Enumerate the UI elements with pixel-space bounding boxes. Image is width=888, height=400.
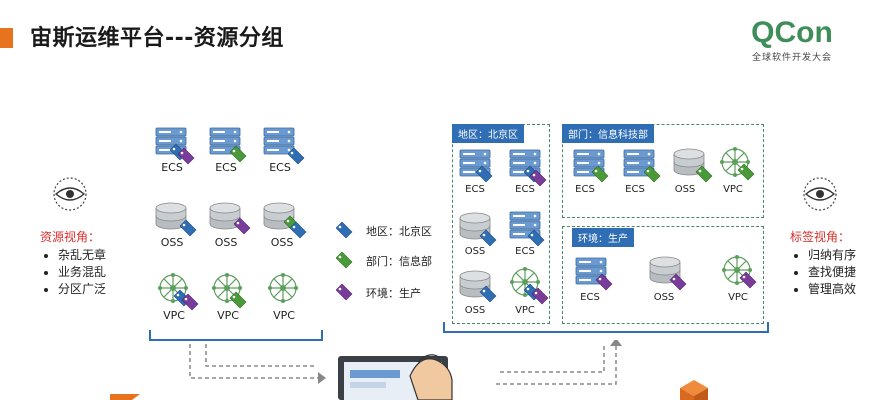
environment-group-icons [575,254,757,291]
environment-group-tag: 环境：生产 [572,228,634,247]
oss-label: OSS [214,236,238,249]
eye-icon [803,177,837,211]
logo-main-text: QCon [751,16,833,49]
department-item-label: OSS [674,184,696,195]
accent-bar [0,28,13,48]
region-item-label: ECS [515,246,535,257]
department-item-label: ECS [625,184,645,195]
eye-icon [53,177,87,211]
tag-view-item: 查找便捷 [808,264,856,281]
resource-view-item: 业务混乱 [58,264,106,281]
environment-item-label: ECS [580,292,600,303]
page-title: 宙斯运维平台---资源分组 [30,26,284,51]
vpc-label: VPC [273,309,295,322]
environment-item-label: OSS [653,292,675,303]
environment-group [562,226,764,324]
tag-purple-icon [336,284,353,301]
vpc-label: VPC [163,309,185,322]
tag-blue-icon [336,222,353,239]
region-group-icons [459,149,549,305]
legend-department: 部门：信息部 [366,255,432,268]
ungrouped-resources [149,127,323,341]
tag-view-panel: 标签视角： 归纳有序 查找便捷 管理高效 [790,228,856,298]
resource-view-item: 分区广泛 [58,281,106,298]
region-item-label: OSS [464,305,486,316]
department-group [562,124,764,218]
ecs-label: ECS [161,161,183,174]
ecs-label: ECS [269,161,291,174]
tag-green-icon [336,252,353,269]
tag-view-item: 管理高效 [808,281,856,298]
department-item-label: VPC [723,184,743,195]
resource-view-item: 杂乱无章 [58,247,106,264]
bottom-flow-diagram [110,340,708,400]
department-group-icons [573,146,755,183]
grouped-bracket [443,322,769,333]
tag-view-heading: 标签视角： [790,230,851,244]
resource-view-heading: 资源视角： [40,230,101,244]
legend-region: 地区：北京区 [366,225,432,238]
tag-view-item: 归纳有序 [808,247,856,264]
resource-view-panel: 资源视角： 杂乱无章 业务混乱 分区广泛 [40,228,106,298]
department-group-tag: 部门：信息科技部 [562,124,654,143]
region-item-label: ECS [515,184,535,195]
logo-sub-text: 全球软件开发大会 [751,53,832,63]
region-item-label: ECS [465,184,485,195]
brand-logo: QCon 全球软件开发大会 [744,16,840,64]
environment-item-label: VPC [728,292,748,303]
region-item-label: VPC [515,305,535,316]
department-item-label: ECS [575,184,595,195]
ecs-label: ECS [215,161,237,174]
region-group-tag: 地区：北京区 [452,124,524,143]
legend-environment: 环境：生产 [366,287,421,300]
oss-label: OSS [160,236,184,249]
vpc-label: VPC [217,309,239,322]
region-item-label: OSS [464,246,486,257]
oss-label: OSS [270,236,294,249]
